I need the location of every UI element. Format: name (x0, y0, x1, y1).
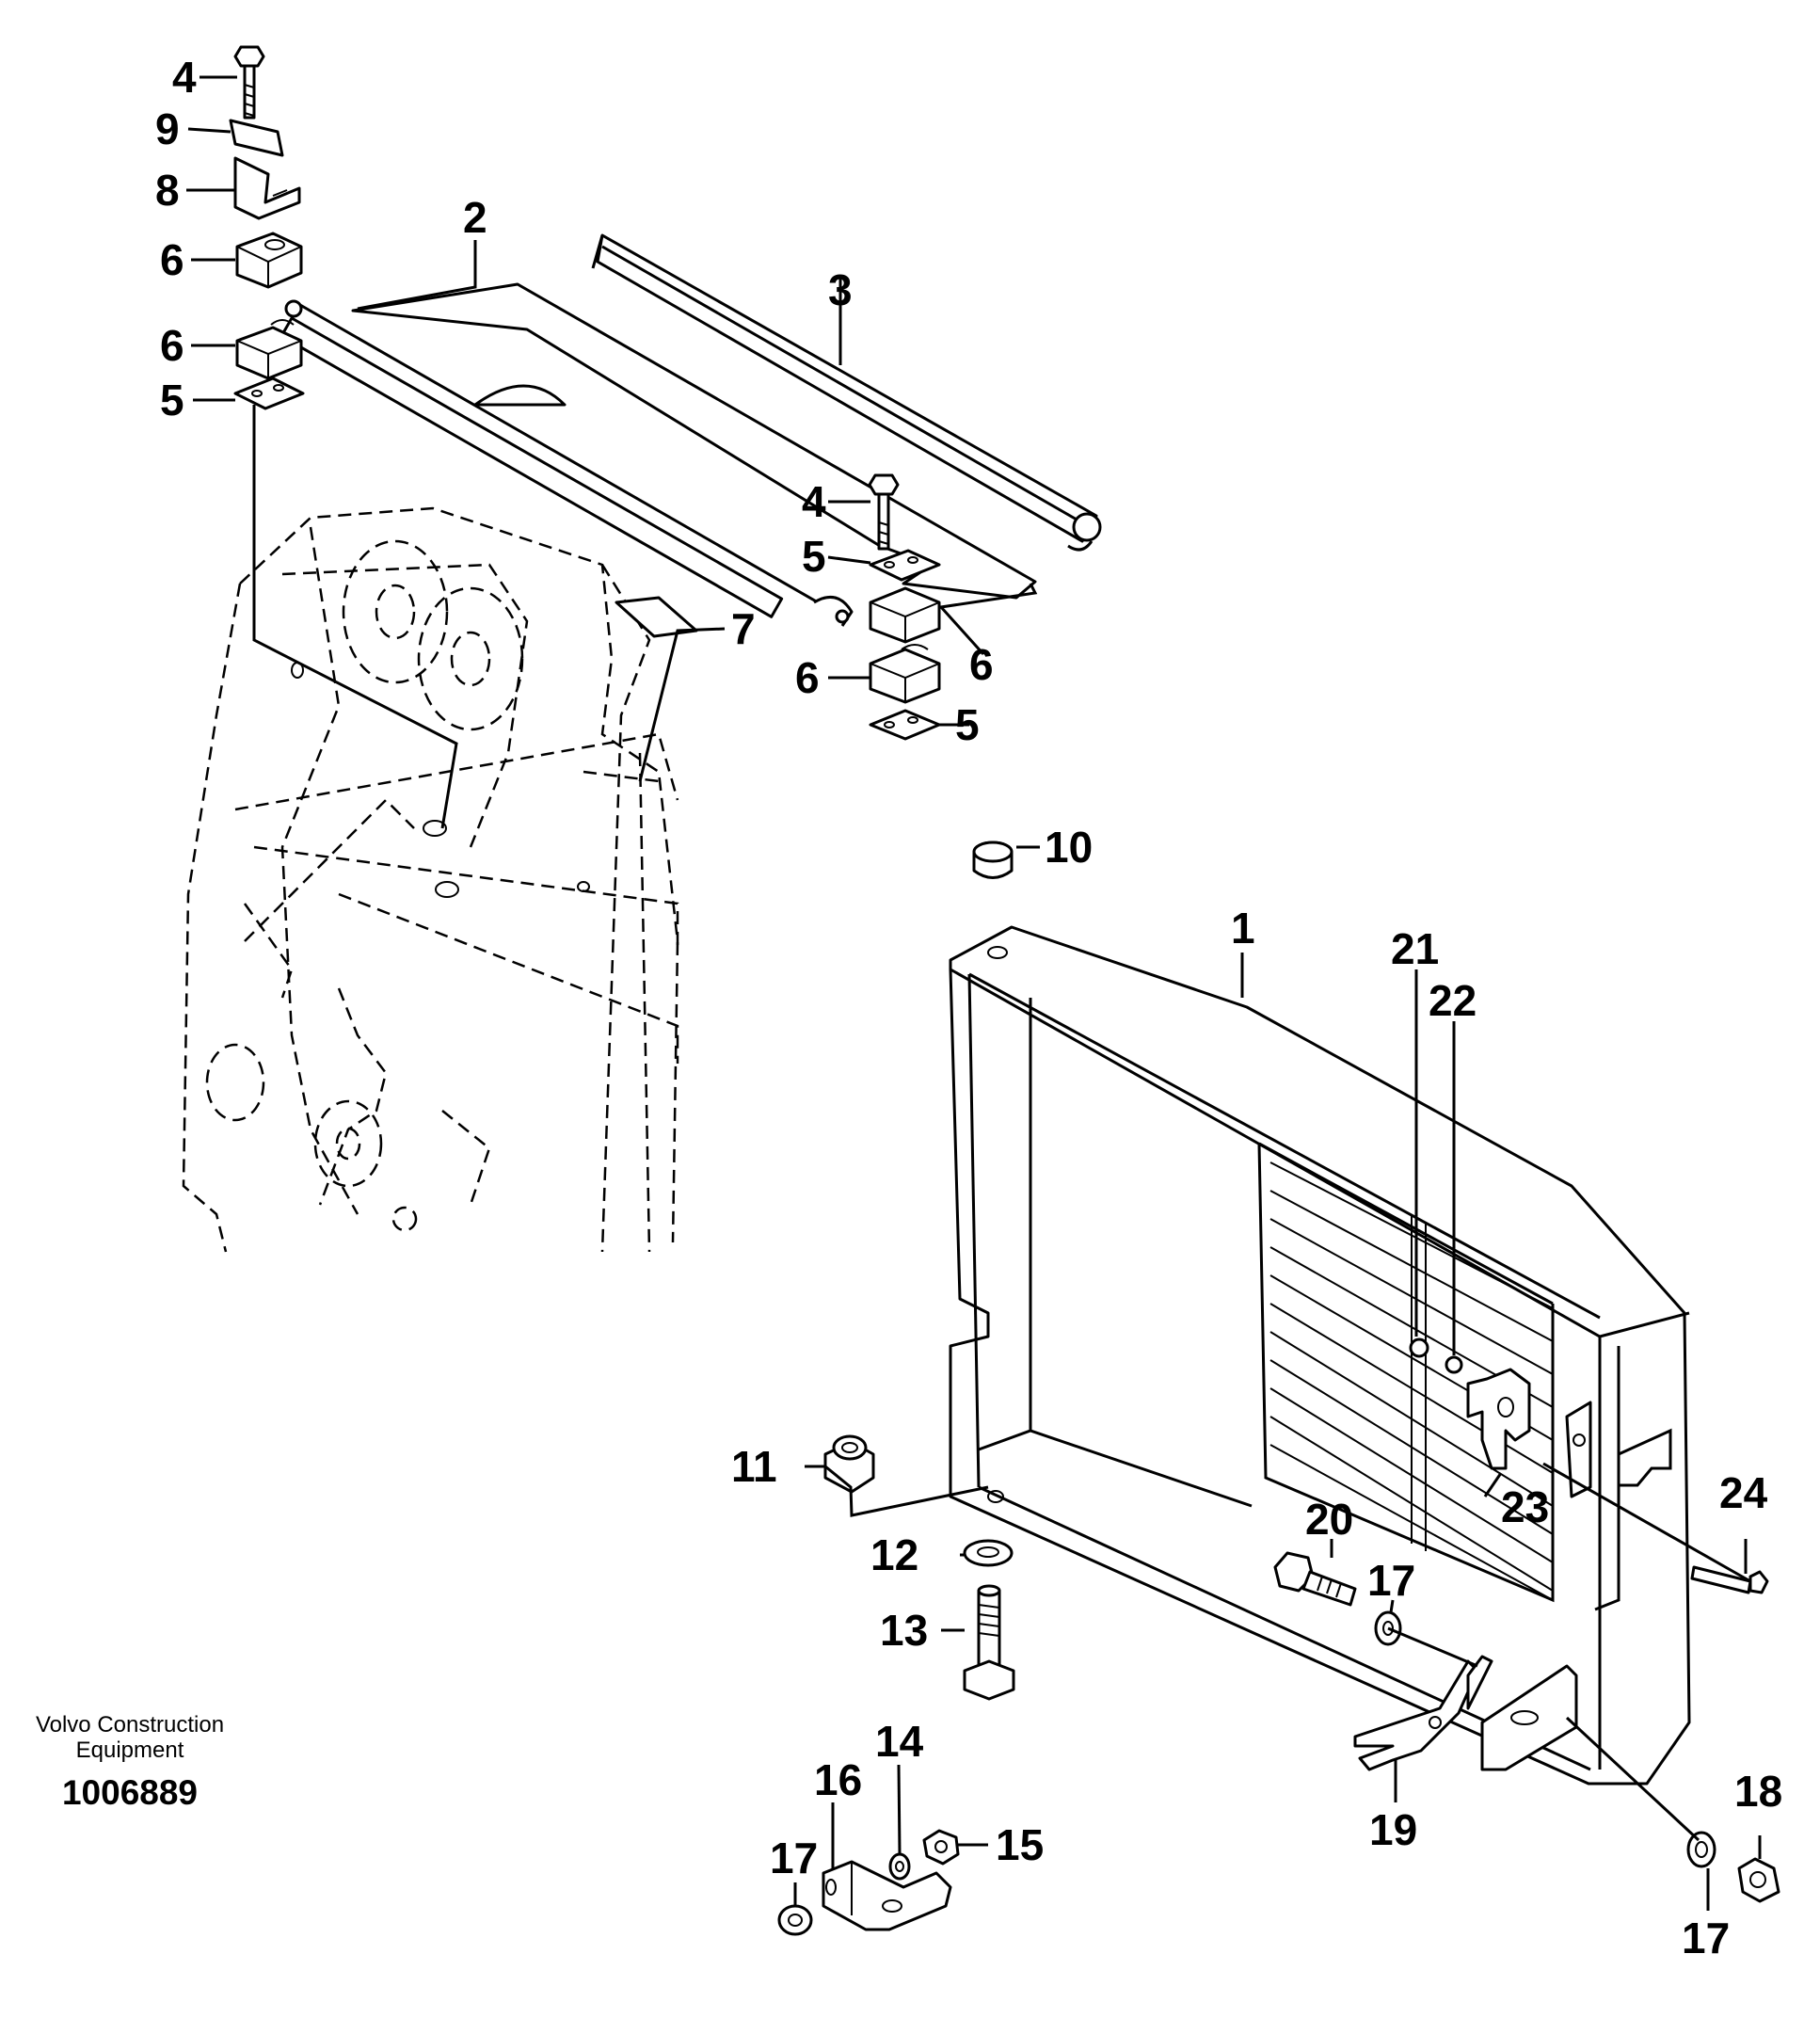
latch (1466, 1368, 1531, 1470)
callout-8: 8 (155, 166, 180, 215)
callout-5-right-bottom: 5 (955, 700, 980, 749)
callout-14: 14 (875, 1717, 924, 1766)
callout-5-left: 5 (160, 376, 184, 424)
drawing-number: 1006889 (62, 1773, 198, 1812)
bolt-13 (963, 1584, 1015, 1701)
callout-15: 15 (996, 1820, 1044, 1869)
washer-17-left (777, 1904, 813, 1936)
hardware-stack-left (229, 45, 305, 410)
brand-line-1: Volvo Construction (36, 1712, 224, 1738)
callout-3: 3 (828, 265, 853, 314)
callout-23: 23 (1501, 1482, 1549, 1531)
bracket-19 (1353, 1655, 1493, 1771)
bracket-16 (822, 1860, 952, 1931)
callout-17-right: 17 (1682, 1914, 1730, 1962)
nut (1409, 1337, 1429, 1358)
callout-1: 1 (1231, 904, 1255, 953)
callout-18: 18 (1734, 1767, 1782, 1816)
nut-18 (1737, 1857, 1780, 1903)
bolt-24 (1690, 1565, 1769, 1594)
drawing-footer: Volvo Construction Equipment 1006889 (36, 1712, 224, 1812)
callout-5-right-top: 5 (802, 532, 826, 581)
callout-2: 2 (463, 193, 487, 242)
callout-19: 19 (1369, 1805, 1417, 1854)
callout-21: 21 (1391, 924, 1439, 973)
callout-13: 13 (880, 1606, 928, 1655)
hardware-stack-right (868, 473, 941, 741)
washer-14 (888, 1852, 911, 1881)
callout-12: 12 (870, 1530, 918, 1579)
callout-22: 22 (1429, 976, 1477, 1025)
cap (972, 841, 1014, 879)
machine-frame-outline (182, 506, 679, 1253)
washer-17-right (1686, 1831, 1716, 1868)
hinge-panel-assembly (279, 282, 1037, 627)
callout-4-right: 4 (802, 477, 826, 526)
nut-15 (922, 1829, 960, 1866)
callout-6-right-lower: 6 (795, 653, 820, 702)
callout-6-right: 6 (969, 640, 994, 689)
callout-24: 24 (1719, 1468, 1768, 1517)
callout-6-lower: 6 (160, 321, 184, 370)
washer (1445, 1355, 1463, 1374)
callout-17-middle: 17 (1367, 1556, 1415, 1605)
callout-9: 9 (155, 104, 180, 153)
brand-line-2: Equipment (76, 1738, 184, 1763)
callout-16: 16 (814, 1755, 862, 1804)
leader-lines (186, 75, 1762, 1911)
washer-12 (963, 1539, 1014, 1567)
callout-7: 7 (731, 604, 756, 653)
callout-20: 20 (1305, 1495, 1353, 1544)
seal-strip (591, 233, 1102, 552)
callout-11: 11 (731, 1442, 777, 1491)
callout-10: 10 (1045, 823, 1093, 872)
lock-nut (823, 1434, 875, 1494)
callout-6-upper: 6 (160, 235, 184, 284)
bolt-20 (1273, 1551, 1357, 1607)
radiator-guard (949, 925, 1691, 1786)
callout-17-left: 17 (770, 1834, 818, 1882)
callout-4-top: 4 (172, 53, 197, 102)
callout-labels: 1 2 3 4 9 8 6 6 5 4 5 6 6 5 7 10 21 22 2… (155, 53, 1782, 1962)
